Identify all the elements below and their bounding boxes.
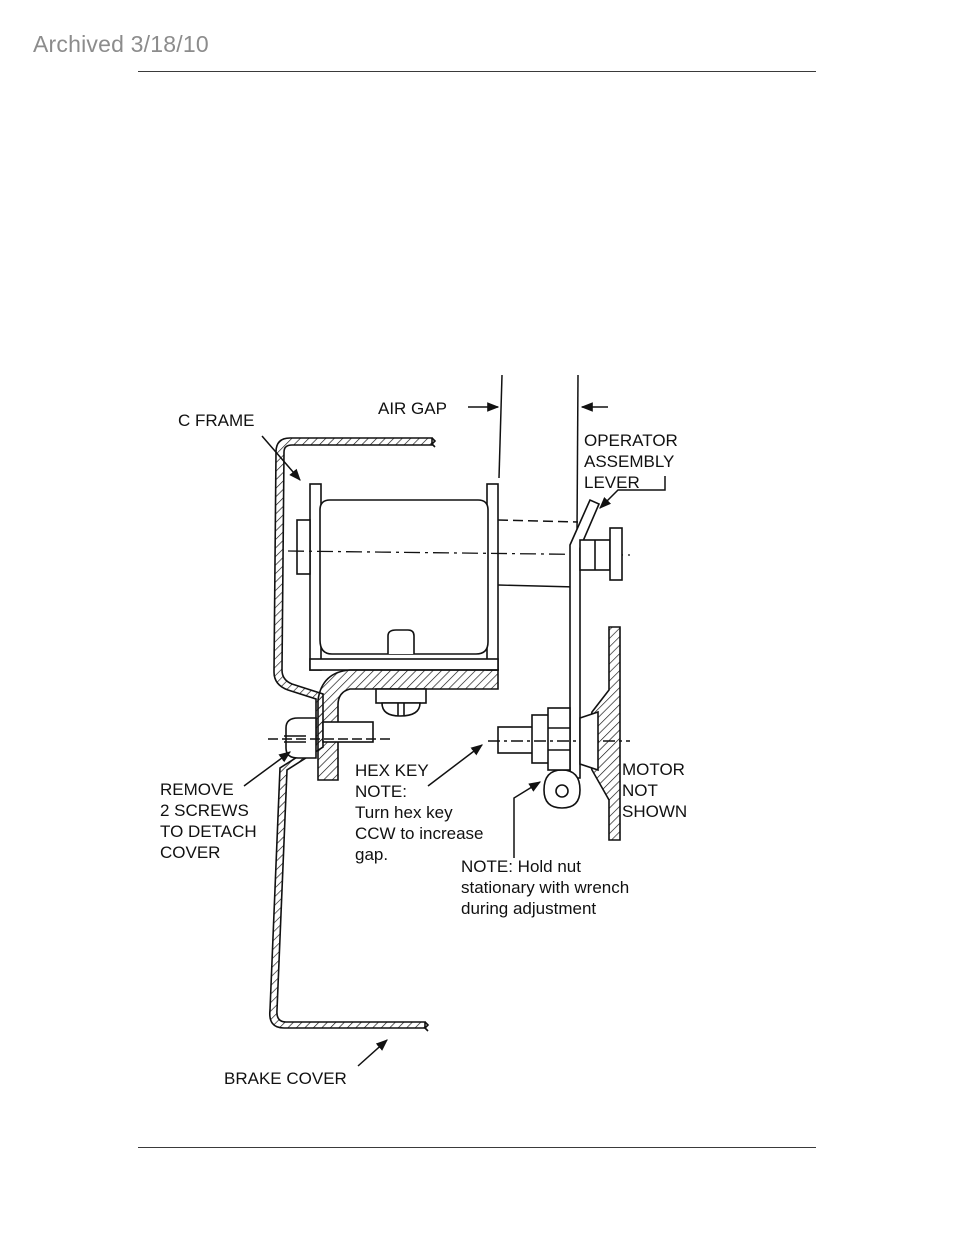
magnet-body <box>319 499 489 655</box>
label-hexkey-line: HEX KEY <box>355 761 428 780</box>
label-operator-assembly-lever: OPERATOR ASSEMBLY LEVER <box>584 431 683 492</box>
label-motor-not-shown: MOTOR NOT SHOWN <box>622 760 690 821</box>
label-remove-screws: REMOVE 2 SCREWS TO DETACH COVER <box>160 780 261 862</box>
motor-plate <box>579 626 621 841</box>
label-c-frame: C FRAME <box>178 411 255 430</box>
cover-screw <box>268 717 390 759</box>
archive-stamp: Archived 3/18/10 <box>33 31 209 57</box>
label-holdnut-line: during adjustment <box>461 899 596 918</box>
label-holdnut-line: stationary with wrench <box>461 878 629 897</box>
label-motor-line: SHOWN <box>622 802 687 821</box>
air-gap-lines <box>498 374 579 533</box>
label-remove-line: 2 SCREWS <box>160 801 249 820</box>
label-operator-line: ASSEMBLY <box>584 452 674 471</box>
label-air-gap: AIR GAP <box>378 399 447 418</box>
label-remove-line: TO DETACH <box>160 822 257 841</box>
header-rule <box>138 71 816 72</box>
operator-lever <box>543 498 623 809</box>
label-motor-line: MOTOR <box>622 760 685 779</box>
footer-rule <box>138 1147 816 1148</box>
label-hexkey-line: NOTE: <box>355 782 407 801</box>
projection-lines <box>497 519 579 588</box>
label-hex-key-note: HEX KEY NOTE: Turn hex key CCW to increa… <box>355 761 488 864</box>
label-brake-cover: BRAKE COVER <box>224 1069 347 1088</box>
leader-arrows <box>243 402 666 1067</box>
label-holdnut-line: NOTE: Hold nut <box>461 857 581 876</box>
c-frame <box>296 483 499 671</box>
label-remove-line: COVER <box>160 843 220 862</box>
label-operator-line: LEVER <box>584 473 640 492</box>
brake-cover <box>268 437 437 1032</box>
label-hold-nut-note: NOTE: Hold nut stationary with wrench du… <box>461 857 634 918</box>
label-motor-line: NOT <box>622 781 658 800</box>
label-remove-line: REMOVE <box>160 780 234 799</box>
label-hexkey-line: Turn hex key <box>355 803 453 822</box>
label-hexkey-line: CCW to increase <box>355 824 483 843</box>
label-hexkey-line: gap. <box>355 845 388 864</box>
adjust-screw-nut <box>488 707 630 771</box>
base-bracket <box>317 669 499 781</box>
label-operator-line: OPERATOR <box>584 431 678 450</box>
